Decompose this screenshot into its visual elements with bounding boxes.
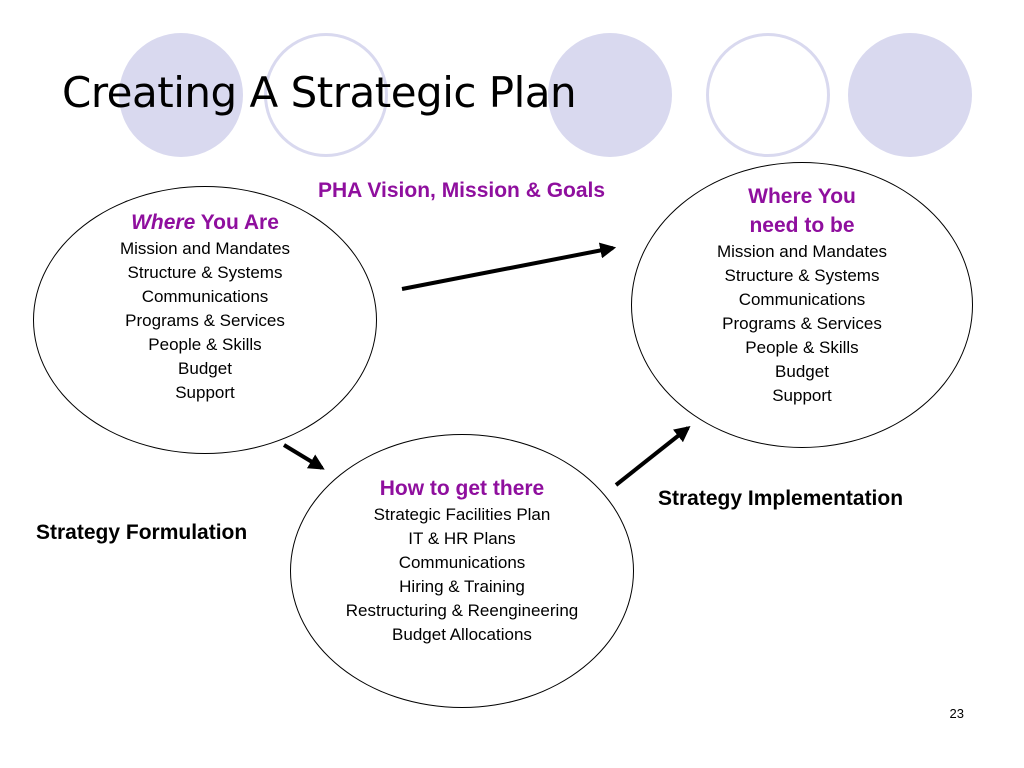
path-item: Budget Allocations [392, 625, 532, 644]
decor-circle-2 [264, 33, 388, 157]
path-heading: How to get there [379, 477, 545, 500]
current-state-heading-rest: You Are [195, 211, 279, 234]
path-item: Communications [398, 553, 526, 572]
current-state-item: Mission and Mandates [119, 239, 291, 258]
page-number: 23 [949, 706, 964, 721]
current-state-heading-emphasis: Where [131, 211, 196, 234]
future-state-item: Budget [775, 362, 829, 381]
current-state-item: Programs & Services [125, 311, 285, 330]
decor-circle-5 [848, 33, 972, 157]
future-state-item: Programs & Services [722, 314, 882, 333]
arrow-path-to-future [614, 426, 691, 487]
path-item: Hiring & Training [399, 577, 525, 596]
path-item: Restructuring & Reengineering [345, 601, 579, 620]
path-item: IT & HR Plans [408, 529, 516, 548]
current-state-content: Where You Are Mission and Mandates Struc… [55, 208, 355, 405]
decor-circle-1 [119, 33, 243, 157]
current-state-item: Structure & Systems [127, 263, 283, 282]
current-state-item: Budget [178, 359, 232, 378]
path-content: How to get there Strategic Facilities Pl… [302, 474, 622, 647]
future-state-item: People & Skills [745, 338, 859, 357]
current-state-item: People & Skills [148, 335, 262, 354]
path-ellipse [290, 434, 634, 708]
current-state-item: Support [175, 383, 235, 402]
current-state-ellipse [33, 186, 377, 454]
future-state-heading-line1: Where You [748, 185, 856, 208]
current-state-item: Communications [141, 287, 269, 306]
future-state-heading-line2: need to be [749, 214, 855, 237]
future-state-item: Mission and Mandates [716, 242, 888, 261]
future-state-ellipse [631, 162, 973, 448]
future-state-item: Structure & Systems [724, 266, 880, 285]
slide-title: Creating A Strategic Plan [62, 68, 577, 117]
future-state-item: Support [772, 386, 832, 405]
strategy-implementation-label: Strategy Implementation [658, 487, 904, 510]
strategy-formulation-label: Strategy Formulation [36, 521, 248, 544]
decor-circle-3 [548, 33, 672, 157]
arrow-current-to-path [282, 443, 325, 470]
path-item: Strategic Facilities Plan [373, 505, 551, 524]
current-state-heading: Where You Are [55, 208, 355, 237]
vision-mission-goals-label: PHA Vision, Mission & Goals [318, 179, 606, 202]
future-state-content: Where You need to be Mission and Mandate… [652, 182, 952, 408]
future-state-item: Communications [738, 290, 866, 309]
arrow-current-to-future [401, 242, 617, 291]
decor-circle-4 [706, 33, 830, 157]
